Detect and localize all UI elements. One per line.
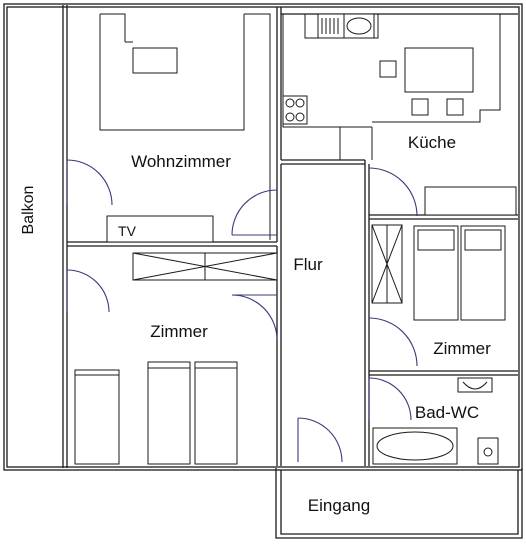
zimmer-right-furniture — [371, 224, 506, 321]
kitchen-sink — [317, 13, 375, 39]
hall-wardrobe — [132, 252, 278, 281]
kueche-walls — [281, 13, 518, 466]
label-wohnzimmer: Wohnzimmer — [131, 152, 231, 171]
label-kueche: Küche — [408, 133, 456, 152]
label-flur: Flur — [293, 255, 323, 274]
label-zimmer-right: Zimmer — [433, 339, 491, 358]
doors — [66, 159, 418, 463]
label-eingang: Eingang — [308, 496, 370, 515]
tv-cabinet — [106, 215, 214, 243]
kitchen-cabinet — [424, 186, 517, 216]
stove — [282, 95, 308, 125]
dining-table — [379, 47, 474, 116]
label-zimmer-left: Zimmer — [150, 322, 208, 341]
label-bad-wc: Bad-WC — [415, 403, 479, 422]
flur-walls — [276, 164, 282, 466]
wohnzimmer-walls — [67, 7, 282, 247]
label-balkon: Balkon — [20, 186, 37, 235]
zimmer-left-furniture — [74, 361, 238, 465]
bathroom-fixtures — [372, 377, 499, 465]
outer-walls — [3, 3, 523, 539]
zimmer-right-walls — [369, 370, 518, 376]
label-tv: TV — [118, 223, 137, 239]
wohnzimmer-desk — [125, 41, 178, 74]
